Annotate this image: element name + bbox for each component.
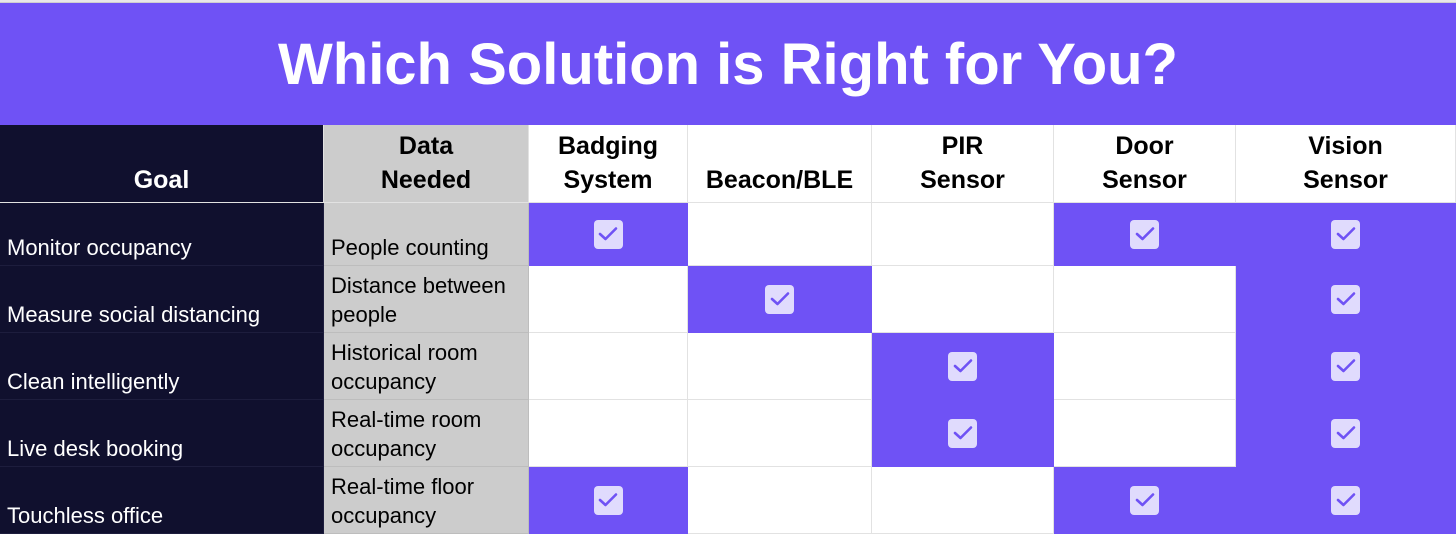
checkbox-checked-icon[interactable] xyxy=(1331,485,1360,515)
solution-cell xyxy=(872,400,1054,467)
solution-cell[interactable] xyxy=(872,203,1054,266)
header-goal: Goal xyxy=(0,125,324,203)
data-needed-cell: People counting xyxy=(324,203,529,266)
header-vision-sensor: Vision Sensor xyxy=(1236,125,1456,203)
header-data-needed: Data Needed xyxy=(324,125,529,203)
solution-cell[interactable] xyxy=(1054,266,1236,333)
checkbox-checked-icon[interactable] xyxy=(1130,485,1159,515)
checkbox-checked-icon[interactable] xyxy=(593,219,623,249)
comparison-table: Goal Data Needed Badging System Beacon/B… xyxy=(0,125,1456,534)
header-beacon-ble: Beacon/BLE xyxy=(688,125,872,203)
solution-cell xyxy=(1054,467,1236,534)
solution-cell[interactable] xyxy=(688,400,872,467)
solution-cell xyxy=(1236,333,1456,400)
checkbox-checked-icon[interactable] xyxy=(948,418,977,448)
checkbox-checked-icon[interactable] xyxy=(1331,219,1360,249)
solution-cell xyxy=(1236,400,1456,467)
solution-cell[interactable] xyxy=(688,467,872,534)
data-needed-cell: Real-time floor occupancy xyxy=(324,467,529,534)
goal-cell: Measure social distancing xyxy=(0,266,324,333)
checkbox-checked-icon[interactable] xyxy=(593,485,623,515)
header-pir-sensor: PIR Sensor xyxy=(872,125,1054,203)
solution-cell[interactable] xyxy=(529,266,688,333)
solution-cell[interactable] xyxy=(529,333,688,400)
goal-cell: Clean intelligently xyxy=(0,333,324,400)
solution-cell[interactable] xyxy=(872,467,1054,534)
solution-cell[interactable] xyxy=(1054,333,1236,400)
checkbox-checked-icon[interactable] xyxy=(1331,351,1360,381)
sheet-column-strip xyxy=(0,0,1456,3)
solution-cell xyxy=(688,266,872,333)
header-badging-system: Badging System xyxy=(529,125,688,203)
solution-cell[interactable] xyxy=(872,266,1054,333)
checkbox-checked-icon[interactable] xyxy=(1331,284,1360,314)
solution-cell xyxy=(1236,266,1456,333)
solution-cell xyxy=(529,467,688,534)
data-needed-cell: Historical room occupancy xyxy=(324,333,529,400)
goal-cell: Live desk booking xyxy=(0,400,324,467)
page-title: Which Solution is Right for You? xyxy=(0,3,1456,125)
solution-cell[interactable] xyxy=(688,203,872,266)
solution-cell[interactable] xyxy=(688,333,872,400)
solution-cell xyxy=(1236,203,1456,266)
solution-cell xyxy=(1236,467,1456,534)
solution-cell xyxy=(529,203,688,266)
checkbox-checked-icon[interactable] xyxy=(1331,418,1360,448)
solution-cell xyxy=(872,333,1054,400)
goal-cell: Touchless office xyxy=(0,467,324,534)
solution-cell[interactable] xyxy=(1054,400,1236,467)
goal-cell: Monitor occupancy xyxy=(0,203,324,266)
checkbox-checked-icon[interactable] xyxy=(948,351,977,381)
checkbox-checked-icon[interactable] xyxy=(765,284,794,314)
checkbox-checked-icon[interactable] xyxy=(1130,219,1159,249)
solution-cell[interactable] xyxy=(529,400,688,467)
data-needed-cell: Real-time room occupancy xyxy=(324,400,529,467)
solution-cell xyxy=(1054,203,1236,266)
header-door-sensor: Door Sensor xyxy=(1054,125,1236,203)
data-needed-cell: Distance between people xyxy=(324,266,529,333)
